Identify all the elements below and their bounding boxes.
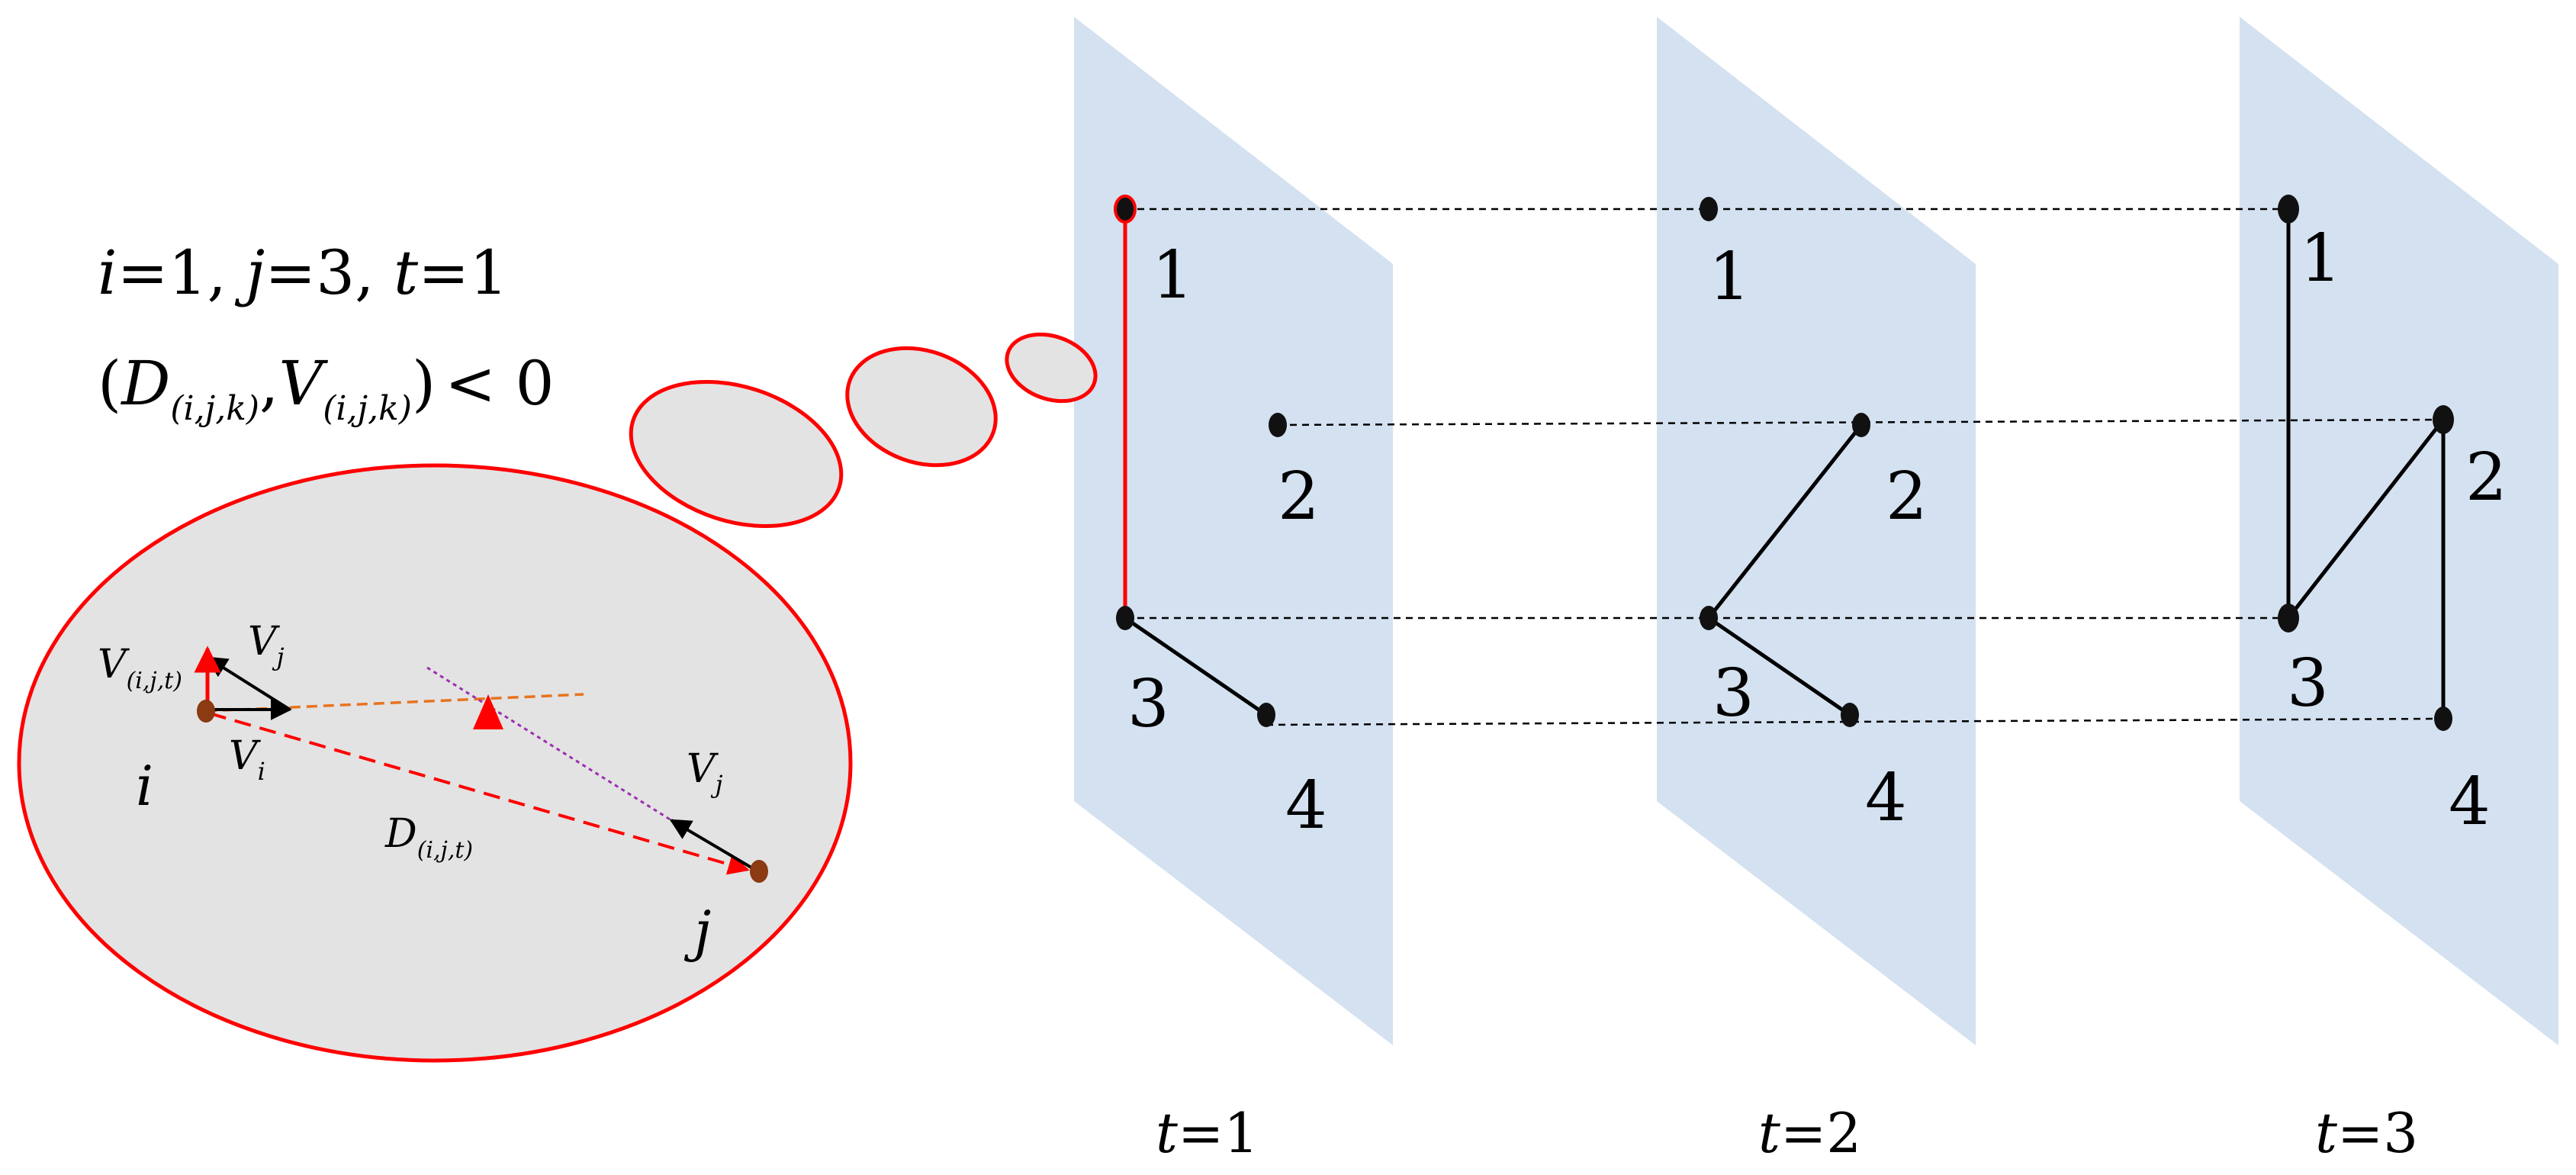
- edge-3-4-t2: [1707, 616, 1851, 717]
- label-v-ijt: V(i,j,t): [98, 642, 182, 694]
- node-4-t2: [1841, 703, 1859, 727]
- time-label-t2: t=2: [1758, 1101, 1861, 1165]
- time-label-t1: t=1: [1156, 1101, 1259, 1165]
- orange-dash-line: [205, 693, 584, 713]
- node-4-t1: [1257, 703, 1275, 727]
- time-plane-2: [1657, 17, 1976, 1045]
- thought-bubbles: [629, 332, 1098, 528]
- node-label-4-t1: 4: [1285, 768, 1327, 844]
- node-labels-t3: 1 2 3 4: [2287, 221, 2507, 840]
- condition-line-1: i=1, j=3, t=1: [98, 237, 508, 308]
- label-v-j-near-i: Vj: [248, 619, 285, 671]
- node-label-2-t2: 2: [1886, 459, 1928, 535]
- thought-bubble-small: [1005, 332, 1098, 404]
- node-2-t3: [2433, 405, 2454, 434]
- node-label-4-t2: 4: [1865, 760, 1907, 836]
- distance-vector-arrow: [209, 712, 750, 875]
- nodes-t3: [2278, 195, 2454, 731]
- node-label-1-t3: 1: [2300, 221, 2342, 297]
- purple-dot-line: [426, 666, 672, 822]
- condition-equations: i=1, j=3, t=1 (D(i,j,k),V(i,j,k))< 0: [98, 237, 555, 428]
- condition-line-2: (D(i,j,k),V(i,j,k))< 0: [98, 348, 555, 428]
- node-1-t3: [2278, 195, 2299, 224]
- node-label-3-t3: 3: [2287, 645, 2329, 722]
- node-labels-t2: 1 2 3 4: [1709, 239, 1928, 836]
- node-3-t2: [1700, 606, 1718, 630]
- edge-3-4-t1: [1124, 616, 1268, 717]
- node-2-t2: [1852, 413, 1870, 437]
- node-label-4-t3: 4: [2449, 764, 2491, 840]
- node-label-3-t2: 3: [1713, 655, 1754, 732]
- thought-bubble-large: [629, 380, 844, 528]
- edge-2-3-t3: [2287, 418, 2445, 620]
- detail-labels: V(i,j,t) Vj Vi i D(i,j,t) Vj j: [98, 619, 723, 963]
- label-v-i: Vi: [229, 733, 265, 786]
- node-labels-t1: 1 2 3 4: [1127, 237, 1327, 844]
- time-label-t3: t=3: [2315, 1101, 2418, 1165]
- label-d-ijt: D(i,j,t): [384, 811, 473, 864]
- intersection-triangle: [473, 694, 503, 729]
- node-label-1-t1: 1: [1152, 237, 1194, 314]
- label-v-j-near-j: Vj: [687, 746, 723, 799]
- nodes-t1: [1114, 195, 1287, 727]
- node-3-t3: [2278, 604, 2299, 633]
- node-label-2-t1: 2: [1278, 459, 1320, 535]
- node-4-t3: [2434, 707, 2452, 731]
- node-3-t1: [1116, 606, 1134, 630]
- thought-bubble-medium: [845, 346, 998, 468]
- node-label-2-t3: 2: [2465, 439, 2507, 516]
- edge-2-3-t2: [1707, 423, 1863, 620]
- velocity-j-arrow: [669, 819, 757, 871]
- node-1-t2: [1700, 197, 1718, 221]
- node-label-1-t2: 1: [1709, 239, 1751, 315]
- node-i: [197, 700, 215, 723]
- time-plane-3: [2240, 17, 2558, 1045]
- time-labels: t=1 t=2 t=3: [1156, 1101, 2418, 1165]
- detail-vectors: [194, 645, 768, 883]
- node-2-t1: [1269, 413, 1287, 437]
- label-i: i: [136, 754, 153, 818]
- velocity-j-translated-arrow: [205, 656, 291, 711]
- time-plane-1: [1074, 17, 1393, 1045]
- node-j: [750, 860, 768, 883]
- node-1-t1: [1114, 195, 1137, 224]
- nodes-t2: [1700, 197, 1870, 727]
- node-label-3-t1: 3: [1127, 666, 1169, 742]
- detail-bubble: [17, 463, 853, 1063]
